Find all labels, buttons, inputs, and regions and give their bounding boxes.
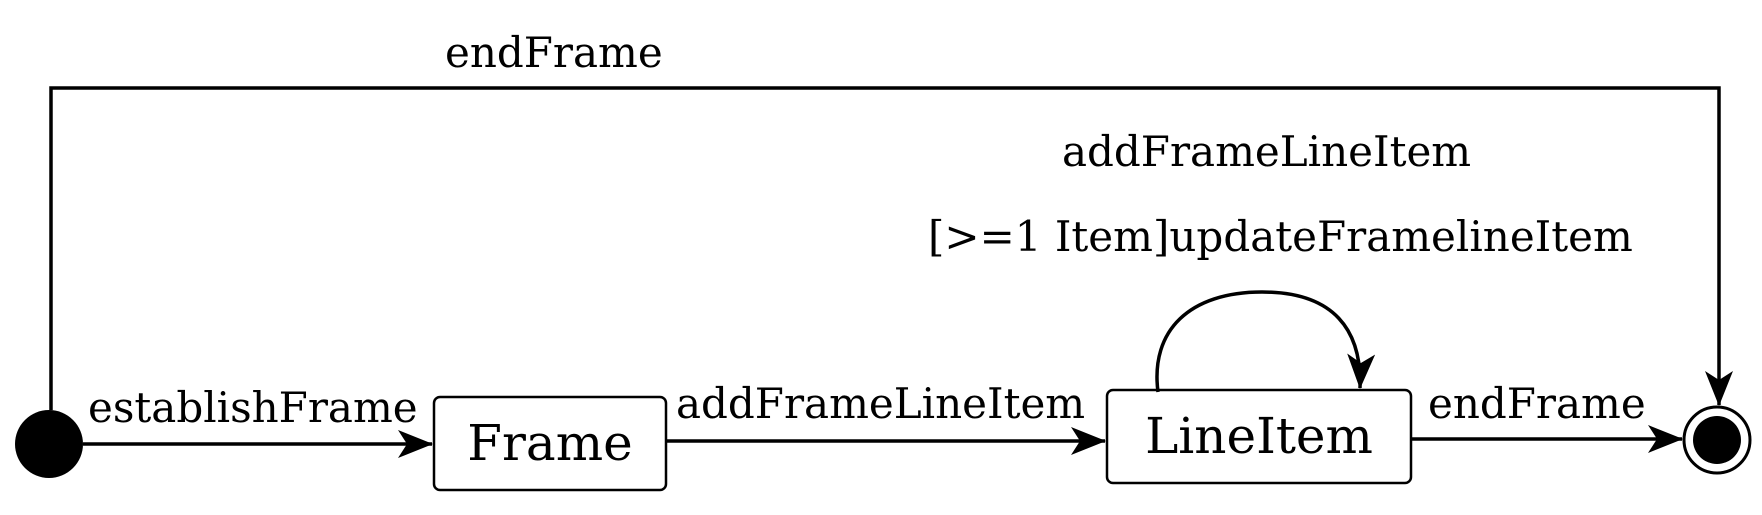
transition-add-label: addFrameLineItem xyxy=(676,379,1085,428)
final-state xyxy=(1682,405,1752,475)
state-frame: Frame xyxy=(432,395,668,492)
transition-self-loop-label-1: addFrameLineItem xyxy=(1062,127,1471,176)
state-lineitem: LineItem xyxy=(1105,388,1413,485)
transition-self-loop-label-2: [>=1 Item]updateFramelineItem xyxy=(928,212,1633,261)
transition-endframe-top-arrow xyxy=(49,86,1733,410)
transition-establish-label: establishFrame xyxy=(88,383,418,432)
state-frame-label: Frame xyxy=(467,414,632,472)
initial-state xyxy=(15,410,83,478)
transition-endframe-top-label: endFrame xyxy=(445,28,663,77)
transition-self-loop-arrow xyxy=(1155,290,1376,393)
state-lineitem-label: LineItem xyxy=(1145,407,1373,465)
transition-endframe-right-label: endFrame xyxy=(1428,379,1646,428)
